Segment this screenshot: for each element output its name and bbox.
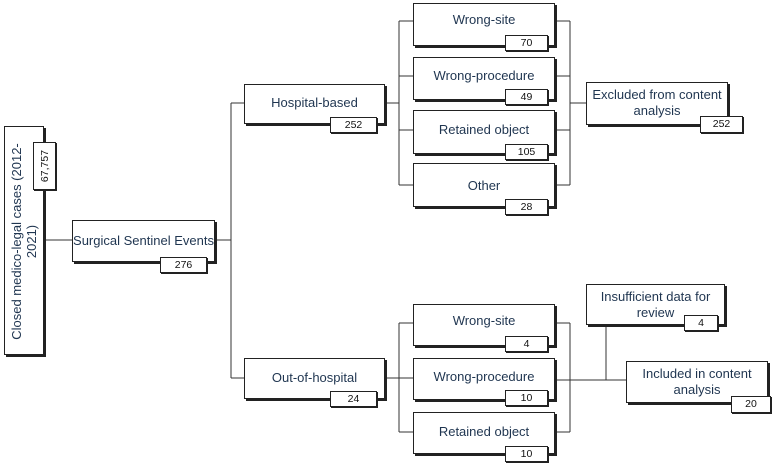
ooh-retained-object-label: Retained object: [438, 424, 530, 439]
included-count: 20: [731, 396, 771, 413]
hospital-other-label: Other: [467, 178, 501, 193]
hospital-other-count: 28: [505, 199, 548, 215]
hospital-wrong-site-count: 70: [505, 35, 548, 51]
closed-cases-count: 67,757: [39, 149, 51, 183]
insufficient-data-label: Insufficient data for review: [600, 289, 711, 320]
hospital-based-box: Hospital-based: [244, 84, 385, 124]
ooh-retained-object-count: 10: [505, 446, 548, 462]
ooh-wrong-procedure-label: Wrong-procedure: [433, 369, 535, 384]
included-label: Included in content analysis: [642, 366, 752, 397]
hospital-wrong-procedure-label: Wrong-procedure: [433, 68, 535, 83]
ooh-wrong-site-label: Wrong-site: [452, 313, 516, 328]
hospital-wrong-site-label: Wrong-site: [452, 12, 516, 27]
out-of-hospital-count: 24: [330, 391, 377, 407]
hospital-based-label: Hospital-based: [271, 95, 358, 110]
hospital-retained-object-label: Retained object: [438, 122, 530, 137]
insufficient-data-count: 4: [684, 315, 718, 331]
hospital-retained-object-count: 105: [505, 144, 548, 160]
hospital-wrong-procedure-count: 49: [505, 89, 548, 105]
out-of-hospital-label: Out-of-hospital: [271, 370, 358, 385]
excluded-count: 252: [700, 116, 743, 133]
surgical-sentinel-events-label: Surgical Sentinel Events: [73, 233, 214, 248]
ooh-wrong-site-count: 4: [505, 336, 548, 352]
hospital-based-count: 252: [330, 117, 377, 133]
excluded-label: Excluded from content analysis: [592, 87, 722, 118]
ooh-wrong-procedure-count: 10: [505, 390, 548, 406]
surgical-sentinel-events-count: 276: [160, 257, 207, 273]
closed-cases-count-box: 67,757: [33, 142, 56, 190]
surgical-sentinel-events-box: Surgical Sentinel Events: [72, 220, 215, 262]
